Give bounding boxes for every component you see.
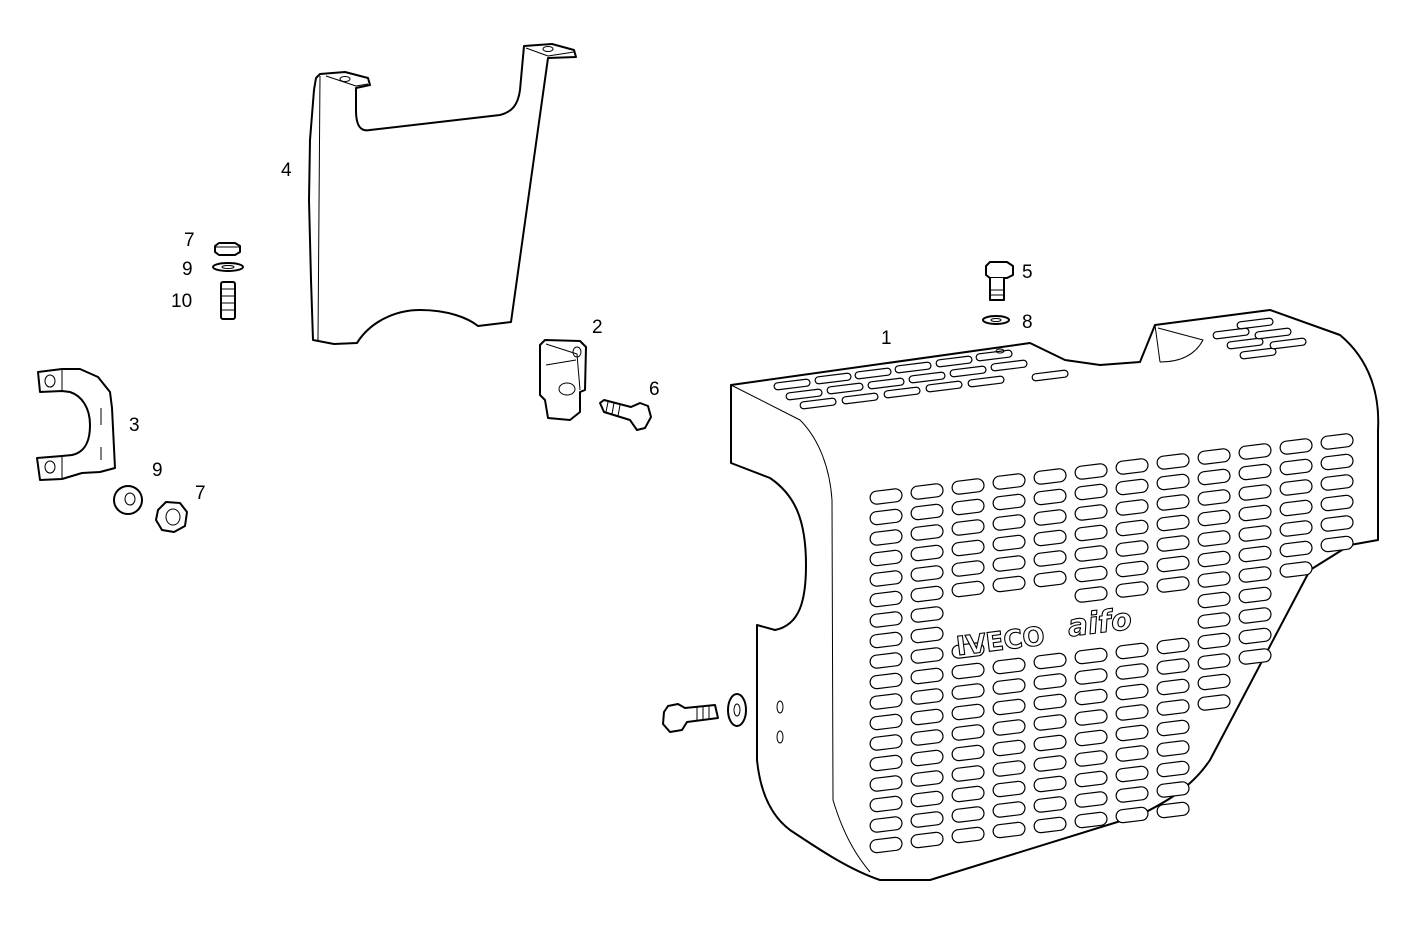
washer-nut-lower	[113, 485, 188, 533]
top-vent-slots	[773, 317, 1307, 410]
callout-2: 2	[592, 317, 603, 338]
callout-7a: 7	[184, 230, 195, 251]
logo-aifo: aifo	[1066, 602, 1134, 645]
front-vent-slots	[869, 433, 1354, 854]
callout-8: 8	[1022, 312, 1033, 333]
bolt-6-part	[599, 399, 652, 431]
callout-7b: 7	[195, 483, 206, 504]
logo-iveco: IVECO	[955, 622, 1047, 663]
guard-bolt-washer	[662, 693, 747, 733]
callout-9b: 9	[152, 460, 163, 481]
clip-bracket-part	[539, 339, 587, 421]
u-bracket-part	[36, 368, 116, 481]
callout-9a: 9	[182, 259, 193, 280]
brand-logo: IVECO aifo	[954, 601, 1134, 663]
callout-1: 1	[881, 328, 892, 349]
support-plate-part	[308, 43, 577, 345]
perforated-guard-cover-part: IVECO aifo	[730, 309, 1380, 881]
callout-10: 10	[171, 291, 193, 312]
hex-bolt-part	[982, 261, 1014, 325]
callout-5: 5	[1022, 262, 1033, 283]
stud-nut-washer-set	[212, 242, 244, 320]
callout-6: 6	[649, 379, 660, 400]
callout-3: 3	[129, 415, 140, 436]
callout-4: 4	[281, 160, 292, 181]
